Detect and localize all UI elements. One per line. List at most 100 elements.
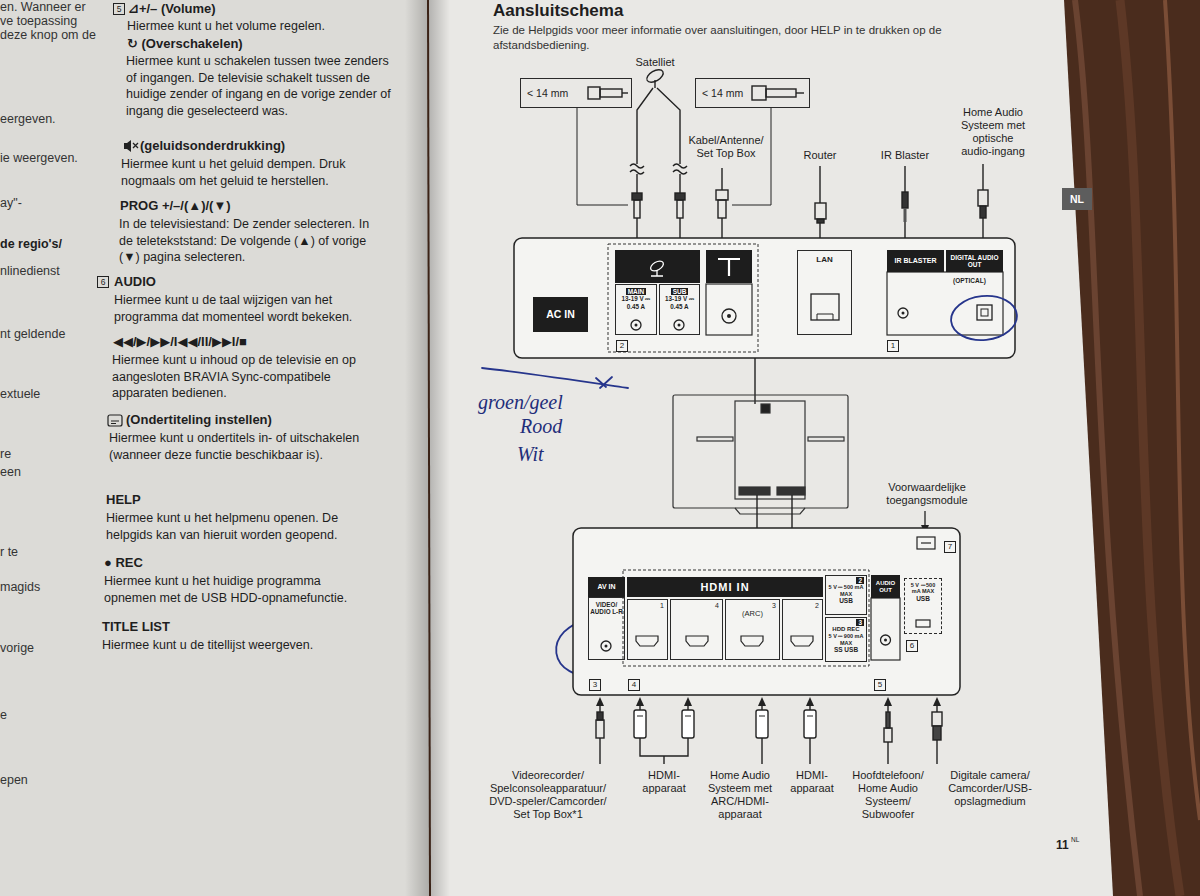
page-fragment: re (0, 447, 11, 462)
bottom-connector-panel-part (924, 511, 925, 526)
bottom-cables-part (933, 726, 941, 740)
body-text: Hiermee kunt u de taal wijzigen van het … (114, 292, 380, 325)
top-cables-part (577, 108, 771, 205)
callout-number: 6 (906, 640, 918, 652)
satellite-port: SUB13-19 V ⎓ 0.45 A (659, 284, 700, 335)
port-header: AUDIO OUT (871, 575, 900, 598)
top-cables-part (796, 92, 804, 93)
top-connector-panel-part (902, 312, 905, 315)
top-cables-part (716, 190, 728, 200)
body-text: Hiermee kunt u ondertitels in- of uitsch… (109, 430, 375, 463)
top-connector-panel-part (631, 320, 641, 330)
port-text: DIGITAL AUDIO OUT (946, 254, 1003, 269)
device-label: Digitale camera/ Camcorder/USB-opslagmed… (942, 769, 1038, 808)
device-label: Voorwaardelijke toegangsmodule (872, 481, 982, 507)
top-connector-panel-part (514, 238, 1015, 358)
body-text: Hiermee kunt u de titellijst weergeven. (102, 637, 368, 654)
handwritten-marks-part (949, 293, 1019, 344)
port-number: MAIN (626, 288, 647, 295)
bottom-connector-panel (573, 511, 960, 695)
top-cables-part (675, 193, 685, 200)
port-text: 2 (815, 602, 819, 610)
port-text: VIDEO/ AUDIO L-R (589, 601, 624, 615)
port-text: 5 V ⎓ 500 mA MAX (828, 584, 864, 597)
page-fragment: magids (0, 580, 40, 595)
hdmi-port: 3(ARC) (725, 599, 780, 660)
usb-port: 3HDD REC5 V ⎓ 900 mA MAXSS USB (825, 617, 867, 662)
top-cables-part (677, 200, 683, 218)
top-connector-panel-part (754, 358, 755, 404)
body-text: Hiermee kunt u het geluid dempen. Druk n… (121, 156, 387, 189)
hdmi-port: 4 (670, 599, 723, 660)
arrow-heads-part (636, 697, 644, 706)
bottom-connector-panel-part (884, 639, 887, 642)
top-cables-part (902, 192, 908, 208)
usb-port: 5 V ⎓ 500 mA MAXUSB (904, 578, 942, 634)
top-cables-part (637, 174, 680, 193)
port-text: IR BLASTER (895, 257, 937, 265)
usb-port: 25 V ⎓ 500 mA MAXUSB (825, 575, 867, 615)
top-cables-part (982, 218, 983, 240)
port-header: IR BLASTER (887, 250, 944, 272)
bottom-connector-panel-part (917, 537, 935, 549)
arrow-heads-part (684, 697, 692, 706)
port-text: AUDIO OUT (871, 580, 900, 594)
arrow-heads-part (596, 697, 604, 706)
top-connector-panel-part (898, 308, 908, 318)
body-text: Hiermee kunt u schakelen tussen twee zen… (126, 53, 392, 119)
top-connector-panel-part (615, 250, 700, 283)
top-cables-part (815, 203, 826, 219)
intro-text: Zie de Helpgids voor meer informatie ove… (493, 23, 1013, 53)
port-text: < 14 mm (702, 87, 743, 99)
bottom-cables-part (637, 716, 813, 717)
tv-rear-view (673, 395, 848, 528)
port-text: SS USB (834, 646, 858, 653)
tv-rear-view-part (735, 508, 805, 514)
device-label: Kabel/Antenne/ Set Top Box (684, 134, 768, 160)
top-cables-part (637, 88, 680, 164)
bottom-connector-panel-part (916, 620, 930, 627)
page-fragment: extuele (0, 387, 40, 402)
top-cables-part (634, 200, 640, 218)
top-connector-panel-part (706, 250, 752, 283)
bottom-cables-part (682, 710, 694, 738)
callout-number: 6 (97, 276, 109, 288)
top-connector-panel-part (811, 294, 839, 320)
tv-rear-view-part (777, 487, 805, 495)
device-label: Hoofdtelefoon/ Home Audio Systeem/ Subwo… (846, 769, 930, 821)
top-cables-part (904, 166, 905, 192)
dimension-box: < 14 mm (520, 78, 632, 108)
top-cables-part (819, 166, 820, 203)
bottom-cables-part (599, 738, 600, 764)
port-text: 4 (715, 602, 719, 610)
top-cables-part (980, 206, 986, 218)
page-fragment: nt geldende (0, 327, 65, 342)
button-heading: ↻ (Overschakelen) (127, 36, 243, 52)
button-heading: (Ondertiteling instellen) (126, 412, 272, 428)
arrow-heads-part (758, 697, 766, 706)
handwritten-marks-part (482, 368, 628, 388)
wood-background-part (1165, 0, 1200, 820)
port-text: HDD REC (832, 626, 859, 633)
port-header: DIGITAL AUDIO OUT (946, 250, 1003, 272)
bottom-connector-panel-part (921, 542, 931, 543)
bottom-cables-part (886, 712, 890, 728)
port-text: USB (839, 597, 853, 604)
page-fragment: de regio's/ (0, 237, 62, 252)
port-text: 5 V ⎓ 500 mA MAX (906, 582, 940, 595)
subtitle-icon-part (111, 421, 119, 424)
callout-number: 4 (628, 679, 640, 691)
dimension-box: < 14 mm (695, 78, 810, 108)
top-cables-part (817, 219, 824, 223)
page-fragment: eergeven. (0, 112, 56, 127)
arrow-heads-part (884, 697, 892, 706)
bottom-connector-panel-part (623, 570, 869, 666)
bottom-cables-part (936, 706, 937, 712)
page-fragment: e (0, 708, 7, 723)
subtitle-icon-part (108, 415, 122, 426)
top-connector-panel-part (651, 270, 663, 276)
handwritten-marks-part (596, 377, 612, 388)
top-connector-panel-part (635, 324, 638, 327)
